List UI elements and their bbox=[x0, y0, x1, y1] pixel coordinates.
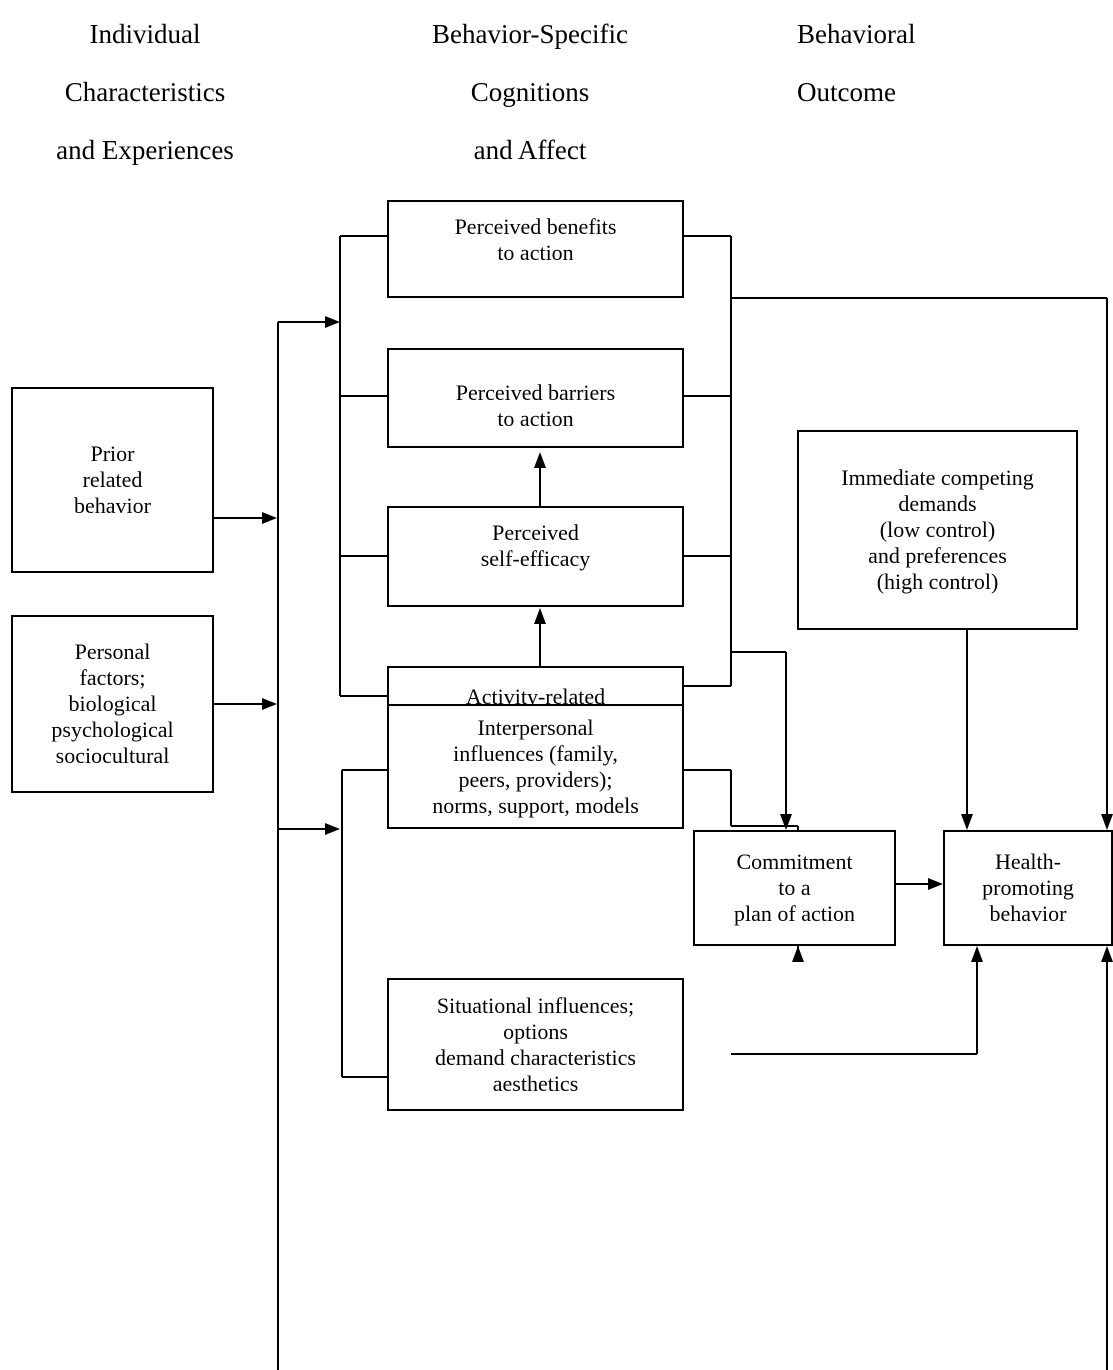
perceived-barriers-box: Perceived barriers to action bbox=[387, 348, 684, 448]
box-text-line: to action bbox=[497, 240, 574, 265]
arrowhead-health-top-right bbox=[1101, 814, 1113, 830]
box-text-line: Health- bbox=[995, 849, 1061, 874]
header-line: Behavioral bbox=[797, 19, 916, 49]
box-text-line: Perceived bbox=[492, 520, 579, 545]
arrowhead-prior bbox=[262, 512, 277, 524]
box-text-line: promoting bbox=[982, 875, 1074, 900]
arrowhead-health-bottom-right bbox=[1101, 946, 1113, 962]
box-text-line: biological bbox=[68, 691, 157, 716]
arrowhead-commitment-top bbox=[780, 814, 792, 830]
situational-influences-box: Situational influences; options demand c… bbox=[387, 978, 684, 1111]
box-text-line: demands bbox=[898, 491, 977, 516]
box-text-line: behavior bbox=[989, 901, 1067, 926]
commitment-to-plan-box: Commitment to a plan of action bbox=[693, 830, 896, 946]
box-text-line: Personal bbox=[74, 639, 151, 664]
perceived-self-efficacy-box: Perceived self-efficacy bbox=[387, 506, 684, 607]
box-text-line: and preferences bbox=[868, 543, 1007, 568]
arrowhead-personal bbox=[262, 698, 277, 710]
interpersonal-influences-box: Interpersonal influences (family, peers,… bbox=[387, 704, 684, 829]
personal-factors-box: Personal factors; biological psychologic… bbox=[11, 615, 214, 793]
box-text-line: Prior bbox=[90, 441, 135, 466]
box-text-line: aesthetics bbox=[492, 1070, 579, 1096]
column-header-individual: Individual Characteristics and Experienc… bbox=[20, 5, 270, 179]
box-text-line: Perceived barriers bbox=[455, 380, 616, 405]
box-text-line: Commitment bbox=[736, 849, 853, 874]
header-line: Individual bbox=[89, 19, 201, 49]
header-line: Characteristics bbox=[64, 77, 226, 107]
box-text-line: Situational influences; bbox=[436, 992, 635, 1018]
arrowhead-health-left bbox=[928, 878, 943, 890]
box-text-line: demand characteristics bbox=[435, 1044, 636, 1070]
health-promoting-behavior-box: Health- promoting behavior bbox=[943, 830, 1113, 946]
box-text-line: behavior bbox=[74, 493, 151, 518]
arrowhead-bottom-group bbox=[325, 823, 340, 835]
arrowhead-barriers bbox=[534, 452, 546, 468]
box-text-line: (high control) bbox=[876, 569, 999, 594]
box-text-line: to action bbox=[497, 406, 574, 431]
perceived-benefits-box: Perceived benefits to action bbox=[387, 200, 684, 298]
box-text-line: norms, support, models bbox=[432, 792, 639, 818]
box-text-line: Interpersonal bbox=[477, 714, 594, 740]
box-text-line: psychological bbox=[51, 717, 174, 742]
box-text-line: peers, providers); bbox=[458, 766, 613, 792]
box-text-line: self-efficacy bbox=[480, 546, 591, 571]
column-header-outcome: Behavioral Outcome bbox=[797, 5, 957, 121]
header-line: Outcome bbox=[797, 77, 896, 107]
box-text-line: sociocultural bbox=[55, 743, 170, 768]
box-text-line: (low control) bbox=[879, 517, 996, 542]
box-text-line: to a bbox=[778, 875, 811, 900]
box-text-line: Perceived benefits bbox=[454, 214, 617, 239]
box-text-line: Immediate competing bbox=[841, 465, 1034, 490]
arrowhead-health-top-left bbox=[961, 814, 973, 830]
column-header-cognitions: Behavior-Specific Cognitions and Affect bbox=[390, 5, 670, 179]
prior-related-behavior-box: Prior related behavior bbox=[11, 387, 214, 573]
box-text-line: options bbox=[503, 1018, 568, 1044]
box-text-line: plan of action bbox=[734, 901, 855, 926]
box-text-line: factors; bbox=[79, 665, 146, 690]
arrowhead-health-bottom-left bbox=[971, 946, 983, 962]
header-line: and Affect bbox=[473, 135, 587, 165]
header-line: and Experiences bbox=[56, 135, 234, 165]
box-text-line: influences (family, bbox=[453, 740, 618, 766]
header-line: Behavior-Specific bbox=[432, 19, 628, 49]
arrowhead-efficacy bbox=[534, 608, 546, 624]
arrowhead-commitment-bottom bbox=[792, 946, 804, 962]
arrowhead-top-group bbox=[325, 316, 340, 328]
header-line: Cognitions bbox=[470, 77, 590, 107]
immediate-competing-demands-box: Immediate competing demands (low control… bbox=[797, 430, 1078, 630]
box-text-line: related bbox=[82, 467, 143, 492]
